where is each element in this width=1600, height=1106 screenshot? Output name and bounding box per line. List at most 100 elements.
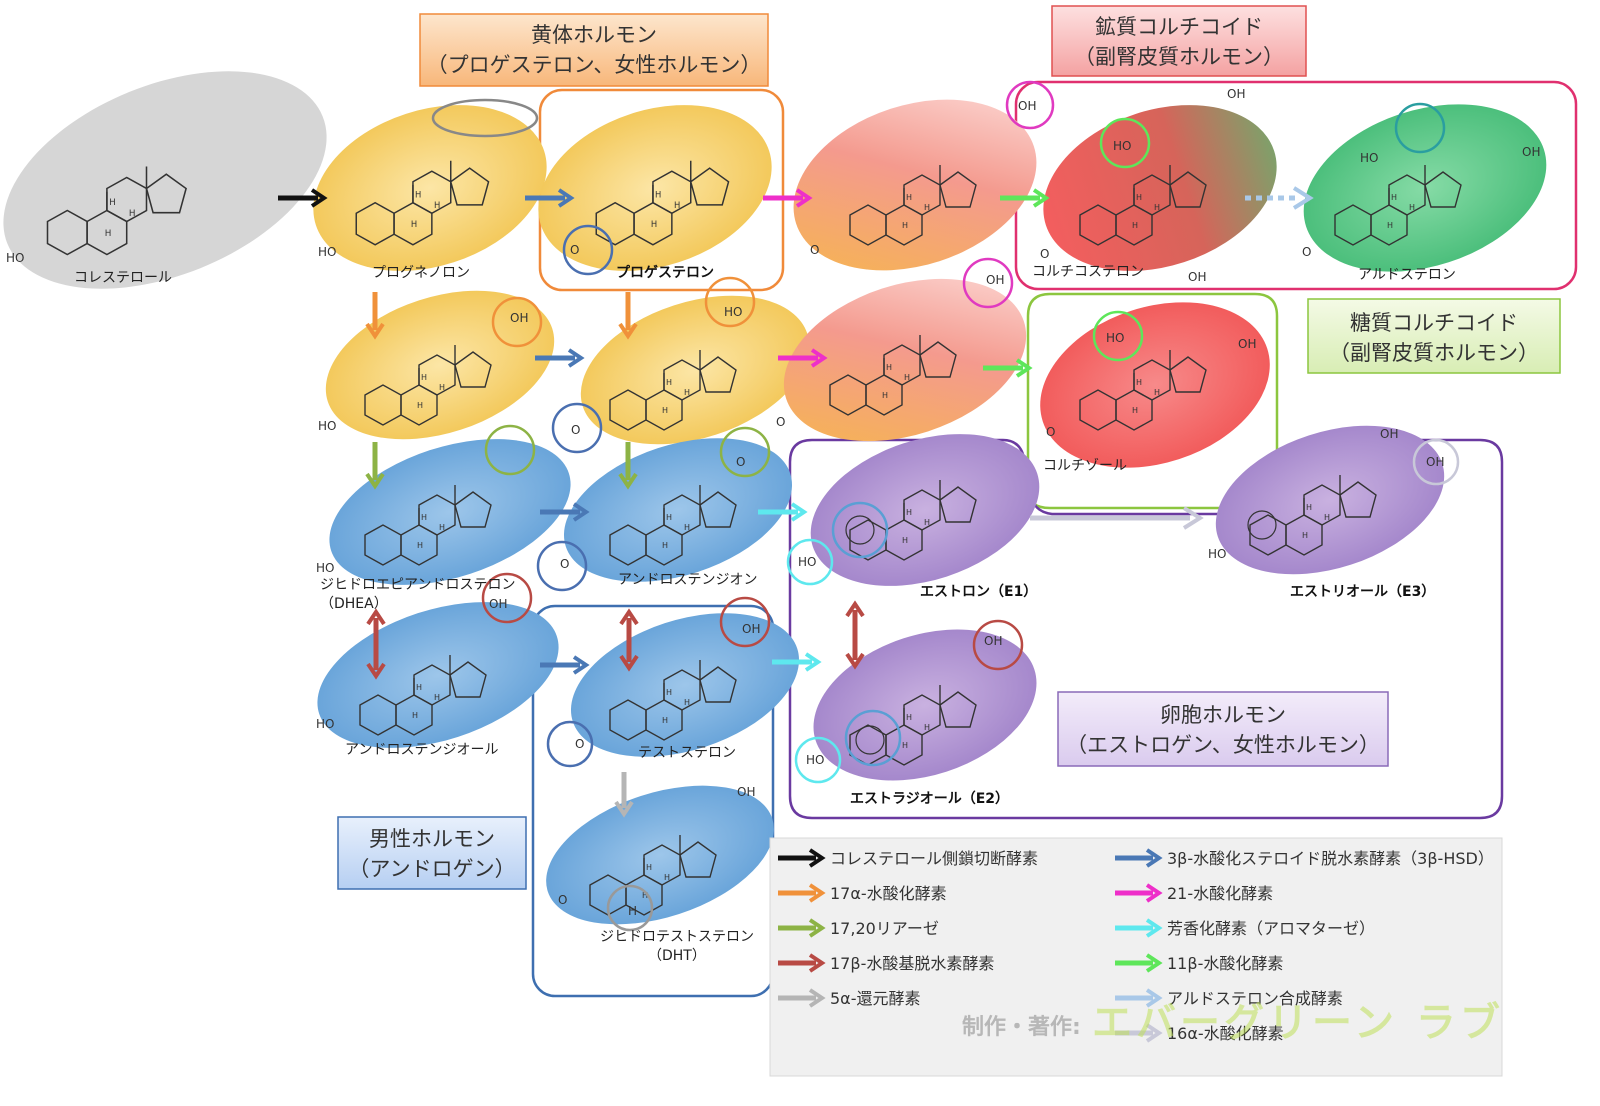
highlight-17ohp4 (704, 276, 756, 328)
highlight-estriol-16oh (1412, 438, 1460, 486)
label-ho-cortisol: HO (1106, 331, 1124, 345)
highlight-testosterone-3keto (546, 720, 594, 768)
11-deoxycortisol-ellipse (783, 278, 1027, 442)
gluco-title: 糖質コルチコイド (1350, 311, 1518, 335)
arrow-aldosynth-head (1292, 186, 1314, 210)
highlight-estrone-ring (831, 501, 889, 559)
mineralo-title: 鉱質コルチコイド (1095, 15, 1263, 39)
legend-label-4: 5α-還元酵素 (830, 989, 921, 1008)
name-cortisol: コルチゾール (1043, 458, 1127, 474)
credit-prefix: 制作・著作: (962, 1014, 1081, 1040)
legend-arrowhead-7 (1145, 918, 1163, 938)
legend-arrowhead-8 (1145, 953, 1163, 973)
arrow-17bhsd-2-heads (619, 608, 639, 672)
estriol-ellipse (1215, 425, 1445, 575)
label-ho-aldosterone: HO (1360, 151, 1378, 165)
highlight-aldosterone-18 (1394, 102, 1446, 154)
androgen-subtitle: （アンドロゲン） (348, 857, 515, 881)
androgen-title: 男性ホルモン (369, 827, 495, 851)
label-ho-estradiol: HO (806, 753, 824, 767)
arrow-arom-2-head (804, 652, 822, 672)
label-o-aldosterone: O (1302, 245, 1311, 259)
chemical-labels: HO HO O OH O HO OH O HO OH O OH HO HO O … (6, 87, 1540, 918)
androgen-outline (531, 604, 775, 998)
legend-arrowhead-6 (1145, 883, 1163, 903)
arrow-hsd-4-head (572, 655, 590, 675)
label-ho-17ohp4: HO (724, 305, 742, 319)
group-label-estrogen: 卵胞ホルモン （エストロゲン、女性ホルモン） (1057, 691, 1389, 767)
legend-label-10: 16α-水酸化酵素 (1167, 1024, 1284, 1043)
group-label-mineralo: 鉱質コルチコイド （副腎皮質ホルモン） (1051, 5, 1307, 77)
arrow-11b-1-head (1032, 188, 1050, 208)
arrow-17bhsd-3-heads (845, 600, 865, 670)
highlight-estradiol-17oh (972, 619, 1024, 671)
highlight-androstenediol-17oh (481, 572, 533, 624)
arrow-hsd-3-head (572, 502, 590, 522)
legend-arrowhead-5 (1145, 848, 1163, 868)
label-oh-dht: OH (737, 785, 755, 799)
name-estrone: エストロン（E1） (920, 584, 1037, 600)
highlight-pregnenolone-sidechain (431, 98, 539, 138)
label-o-androstenedione: O (560, 557, 569, 571)
highlight-17ohp5 (491, 296, 543, 348)
group-label-androgen: 男性ホルモン （アンドロゲン） (337, 816, 527, 890)
label-ho-estrone: HO (798, 555, 816, 569)
estrogen-title: 卵胞ホルモン (1160, 703, 1286, 727)
label-oh-estradiol: OH (984, 634, 1002, 648)
legend: コレステロール側鎖切断酵素17α-水酸化酵素17,20リアーゼ17β-水酸基脱水… (778, 848, 1494, 1043)
17oh-pregnenolone-ellipse (325, 290, 555, 440)
name-dht-abbr: （DHT） (648, 948, 706, 964)
highlight-estradiol-ring (844, 709, 902, 767)
label-ho-pregnenolone: HO (318, 245, 336, 259)
label-ho-androstenediol: HO (316, 717, 334, 731)
label-oh-11dc: OH (986, 273, 1004, 287)
estradiol-ellipse (813, 629, 1037, 781)
label-oh-aldosterone: OH (1522, 145, 1540, 159)
legend-label-9: アルドステロン合成酵素 (1167, 989, 1343, 1008)
arrow-17a-1-head (365, 322, 385, 340)
highlight-cortisol-11oh (1092, 310, 1144, 362)
arrow-hsd-1-head (557, 188, 575, 208)
legend-arrowhead-2 (808, 918, 826, 938)
name-androstenediol: アンドロステンジオール (345, 742, 498, 758)
label-o-doc: O (810, 243, 819, 257)
legend-arrowhead-3 (808, 953, 826, 973)
label-oh-androstenediol: OH (489, 597, 507, 611)
label-oh-cortisol: OH (1188, 270, 1206, 284)
arrow-5ar-head (614, 800, 634, 818)
label-o-17ohp4: O (571, 423, 580, 437)
label-ho-17ohp5: HO (318, 419, 336, 433)
label-o-corticosterone: O (1040, 247, 1049, 261)
arrow-17a-2-head (618, 322, 638, 340)
group-label-luteal: 黄体ホルモン （プロゲステロン、女性ホルモン） (419, 13, 769, 87)
label-o-dht: O (558, 893, 567, 907)
legend-label-0: コレステロール側鎖切断酵素 (830, 849, 1038, 868)
credit-name: エバーグリーン ラブ (1092, 1000, 1504, 1046)
dht-ellipse (546, 785, 774, 925)
label-oh-doc: OH (1018, 99, 1036, 113)
estrone-ellipse (810, 434, 1040, 586)
label-o-cortisol: O (1046, 425, 1055, 439)
arrow-scc-head (310, 188, 328, 208)
arrow-lyase-1-head (365, 472, 385, 490)
group-label-gluco: 糖質コルチコイド （副腎皮質ホルモン） (1307, 298, 1561, 374)
name-pregnenolone: プログネノロン (372, 265, 470, 281)
name-estradiol: エストラジオール（E2） (850, 791, 1009, 807)
aromatic-ring-estradiol (855, 725, 885, 755)
arrow-17bhsd-1-heads (366, 608, 386, 680)
luteal-subtitle: （プロゲステロン、女性ホルモン） (427, 53, 762, 77)
dhea-ellipse (329, 439, 571, 585)
arrow-lyase-2-head (618, 472, 638, 490)
gluco-subtitle: （副腎皮質ホルモン） (1329, 341, 1539, 365)
label-ho-estriol: HO (1208, 547, 1226, 561)
legend-label-2: 17,20リアーゼ (830, 919, 939, 938)
label-oh-testosterone: OH (742, 622, 760, 636)
legend-arrowhead-4 (808, 988, 826, 1008)
highlight-androstenedione-3keto (536, 540, 588, 592)
label-o-androstenedione-17: O (736, 455, 745, 469)
label-ho-dhea: HO (316, 561, 334, 575)
deoxycorticosterone-ellipse (793, 99, 1037, 271)
legend-label-7: 芳香化酵素（アロマターゼ） (1167, 919, 1375, 938)
name-dhea: ジヒドロエピアンドロステロン (320, 577, 515, 593)
